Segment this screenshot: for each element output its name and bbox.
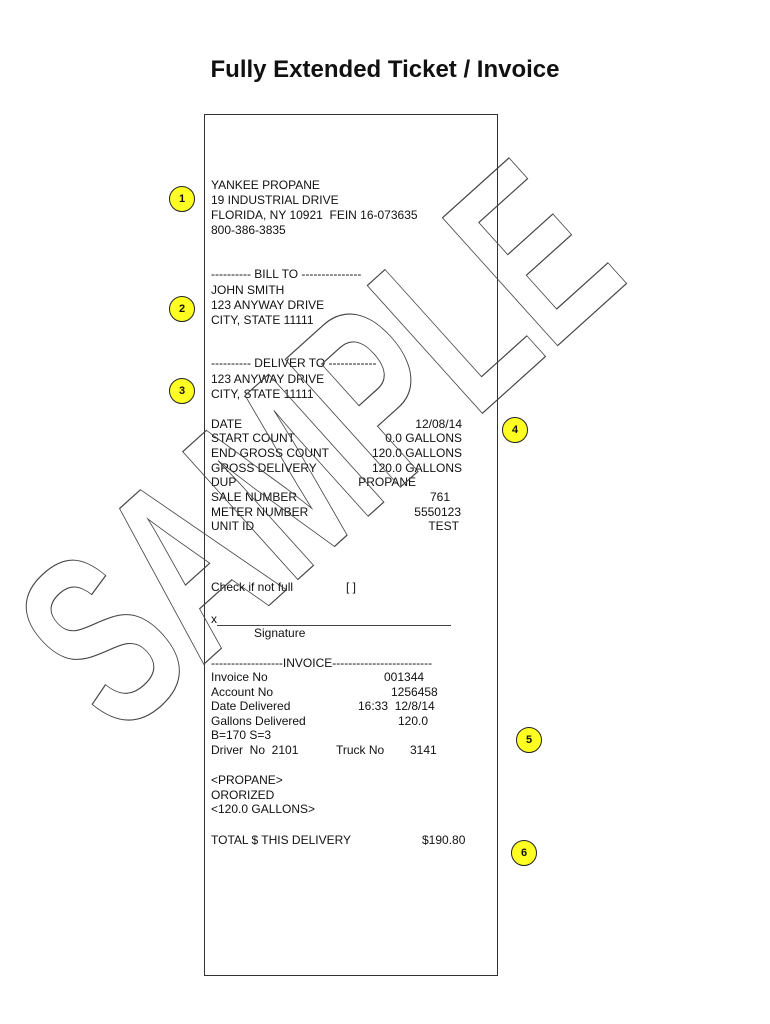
callout-marker: 5 <box>516 727 542 753</box>
total-value: $190.80 <box>422 833 466 847</box>
company-city-fein: FLORIDA, NY 10921 FEIN 16-073635 <box>211 208 418 222</box>
callout-marker: 2 <box>169 296 195 322</box>
check-not-full-box: [ ] <box>346 580 357 594</box>
signature-x: x <box>211 612 217 626</box>
delivery-label: UNIT ID <box>211 519 255 533</box>
invoice-label: Date Delivered <box>211 699 291 713</box>
callout-marker: 1 <box>169 186 195 212</box>
delivery-value: TEST <box>428 519 459 533</box>
truck-number: 3141 <box>410 743 437 757</box>
check-not-full-label: Check if not full <box>211 580 294 594</box>
company-name: YANKEE PROPANE <box>211 178 320 192</box>
page-title: Fully Extended Ticket / Invoice <box>210 56 560 83</box>
delivery-value: 12/08/14 <box>415 417 462 431</box>
bill-to-name: JOHN SMITH <box>211 283 285 297</box>
callout-marker: 6 <box>511 840 537 866</box>
bill-to-city: CITY, STATE 11111 <box>211 313 314 327</box>
callout-marker: 3 <box>169 378 195 404</box>
bill-to-address: 123 ANYWAY DRIVE <box>211 298 325 312</box>
truck-label: Truck No <box>336 743 385 757</box>
delivery-value: 5550123 <box>414 505 461 519</box>
deliver-to-address: 123 ANYWAY DRIVE <box>211 372 325 386</box>
delivery-label: START COUNT <box>211 431 296 445</box>
delivery-label: DATE <box>211 417 243 431</box>
total-label: TOTAL $ THIS DELIVERY <box>211 833 352 847</box>
invoice-header: ------------------INVOICE---------------… <box>211 656 433 670</box>
delivery-value: 120.0 GALLONS <box>371 446 462 460</box>
product-line: <PROPANE> <box>211 773 283 787</box>
delivery-label: GROSS DELIVERY <box>211 461 317 475</box>
signature-label: Signature <box>254 626 306 640</box>
delivery-value: 761 <box>429 490 450 504</box>
invoice-label: Gallons Delivered <box>211 714 306 728</box>
signature-line <box>217 625 451 626</box>
product-line: ORORIZED <box>211 788 275 802</box>
delivery-label: END GROSS COUNT <box>211 446 330 460</box>
receipt-ticket <box>204 114 498 976</box>
delivery-label: DUP <box>211 475 237 489</box>
invoice-label: Invoice No <box>211 670 268 684</box>
product-line: <120.0 GALLONS> <box>211 802 316 816</box>
driver-number: Driver No 2101 <box>211 743 299 757</box>
invoice-value: 001344 <box>384 670 425 684</box>
invoice-label: Account No <box>211 685 274 699</box>
delivery-label: SALE NUMBER <box>211 490 298 504</box>
deliver-to-header: ---------- DELIVER TO ------------ <box>211 356 377 370</box>
delivery-label: METER NUMBER <box>211 505 309 519</box>
delivery-value: PROPANE <box>358 475 416 489</box>
deliver-to-city: CITY, STATE 11111 <box>211 387 314 401</box>
invoice-value: 16:33 12/8/14 <box>358 699 435 713</box>
invoice-value: 1256458 <box>391 685 438 699</box>
company-phone: 800-386-3835 <box>211 223 286 237</box>
callout-marker: 4 <box>502 417 528 443</box>
invoice-value: 120.0 <box>398 714 429 728</box>
delivery-value: 120.0 GALLONS <box>371 461 462 475</box>
bill-to-header: ---------- BILL TO --------------- <box>211 267 362 281</box>
company-address: 19 INDUSTRIAL DRIVE <box>211 193 339 207</box>
bs-line: B=170 S=3 <box>211 728 272 742</box>
delivery-value: 0.0 GALLONS <box>385 431 462 445</box>
